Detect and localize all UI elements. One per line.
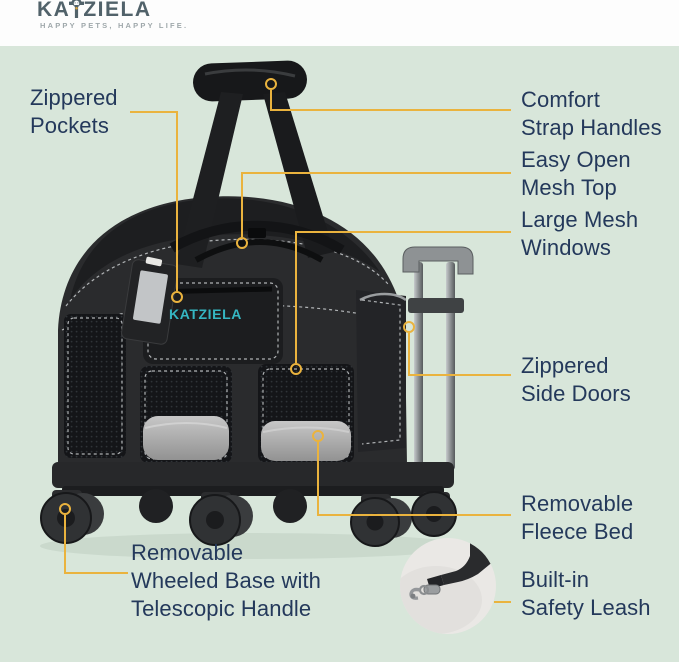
callout-marker-removable-wheeled-base bbox=[59, 503, 71, 515]
callout-line-large-mesh-windows bbox=[295, 231, 511, 363]
label-zippered-side-doors: Zippered Side Doors bbox=[521, 353, 631, 406]
removable-wheeled-base bbox=[40, 462, 457, 547]
leash-clasp-icon bbox=[409, 584, 441, 600]
callout-line-easy-open-mesh-top bbox=[241, 172, 511, 237]
cat-face-icon bbox=[69, 0, 85, 24]
telescopic-handle bbox=[402, 246, 474, 470]
callout-marker-large-mesh-windows bbox=[290, 363, 302, 375]
callout-line-zippered-side-doors bbox=[408, 333, 511, 376]
fleece-bed bbox=[143, 416, 351, 461]
top-harness-straps bbox=[169, 220, 345, 263]
callout-marker-comfort-strap-handles bbox=[265, 78, 277, 90]
label-removable-wheeled-base: Removable Wheeled Base with Telescopic H… bbox=[131, 540, 322, 621]
callout-marker-removable-fleece-bed bbox=[312, 430, 324, 442]
callout-line-comfort-strap-handles bbox=[270, 90, 511, 111]
caster-wheel bbox=[40, 490, 104, 544]
label-built-in-safety-leash: Built-in Safety Leash bbox=[521, 567, 651, 620]
label-comfort-strap-handles: Comfort Strap Handles bbox=[521, 87, 662, 140]
pet-carrier bbox=[58, 60, 407, 465]
label-easy-open-mesh-top: Easy Open Mesh Top bbox=[521, 147, 631, 200]
handle-grip bbox=[402, 246, 474, 275]
safety-leash-inset bbox=[400, 538, 496, 634]
brand-tagline: HAPPY PETS, HAPPY LIFE. bbox=[40, 21, 189, 30]
comfort-strap-handle bbox=[193, 60, 307, 102]
brand-logo: KA ZIELA bbox=[37, 0, 152, 22]
buckle-icon bbox=[248, 228, 266, 238]
callout-lines bbox=[59, 78, 511, 603]
left-side-window bbox=[64, 314, 126, 458]
left-strap bbox=[176, 92, 243, 268]
left-side-window-stitching bbox=[67, 317, 123, 455]
callout-marker-zippered-side-doors bbox=[403, 321, 415, 333]
strap-tab bbox=[145, 256, 163, 267]
callout-line-zippered-pockets bbox=[130, 111, 178, 291]
luggage-tag bbox=[121, 259, 179, 345]
brand-text-prefix: KA bbox=[37, 0, 71, 21]
label-large-mesh-windows: Large Mesh Windows bbox=[521, 207, 639, 260]
caster-wheel bbox=[189, 492, 253, 546]
label-removable-fleece-bed: Removable Fleece Bed bbox=[521, 491, 634, 544]
label-zippered-pockets: Zippered Pockets bbox=[30, 85, 118, 138]
side-zipper-door bbox=[356, 290, 407, 452]
front-left-window-stitching bbox=[144, 370, 228, 460]
bag-logo-text: KATZIELA bbox=[169, 306, 242, 322]
header-bar: KA ZIELA HAPPY PETS, HAPPY LIFE. bbox=[0, 0, 679, 46]
callout-line-removable-wheeled-base bbox=[64, 515, 128, 574]
caster-wheel bbox=[350, 494, 412, 547]
brand-text-suffix: ZIELA bbox=[83, 0, 152, 21]
right-strap bbox=[263, 92, 334, 258]
callout-line-removable-fleece-bed bbox=[317, 442, 511, 516]
callout-marker-easy-open-mesh-top bbox=[236, 237, 248, 249]
callout-marker-zippered-pockets bbox=[171, 291, 183, 303]
